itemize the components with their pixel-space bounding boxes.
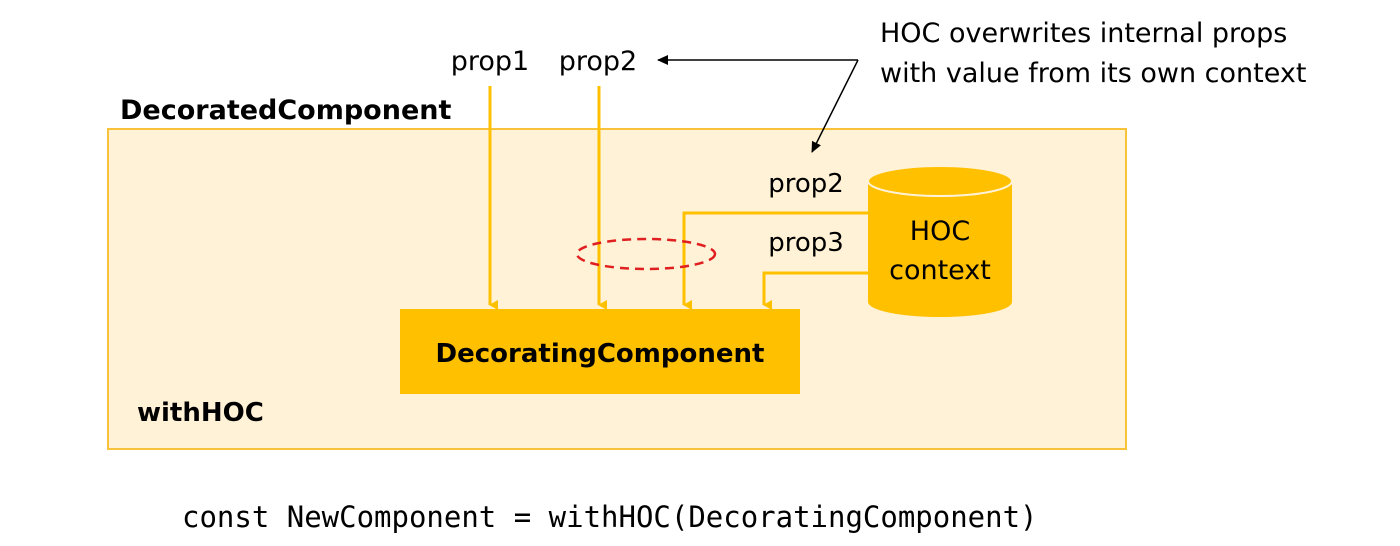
cylinder-body [868, 181, 1012, 317]
hoc-context-label-line2: context [889, 255, 991, 286]
hoc-context-label-line1: HOC [910, 216, 970, 247]
prop2-label: prop2 [559, 46, 637, 77]
context-prop3-label: prop3 [768, 228, 844, 258]
prop-conflict-marker [575, 237, 717, 271]
prop1-label: prop1 [451, 46, 529, 77]
hoc-context-cylinder [867, 165, 1013, 317]
context-prop3-arrow [762, 271, 868, 310]
with-hoc-label: withHOC [137, 398, 264, 428]
context-prop2-arrow [682, 211, 868, 310]
context-prop2-label: prop2 [768, 169, 844, 199]
code-snippet: const NewComponent = withHOC(DecoratingC… [182, 500, 1038, 534]
annotation-line1: HOC overwrites internal props [880, 18, 1287, 49]
decorating-component-label: DecoratingComponent [436, 339, 765, 369]
callout-arrow-to-context-prop2 [811, 59, 859, 153]
decorating-component-box [400, 309, 800, 394]
annotation-line2: with value from its own context [880, 58, 1306, 89]
cylinder-top [867, 165, 1013, 197]
decorated-component-title: DecoratedComponent [120, 95, 451, 126]
